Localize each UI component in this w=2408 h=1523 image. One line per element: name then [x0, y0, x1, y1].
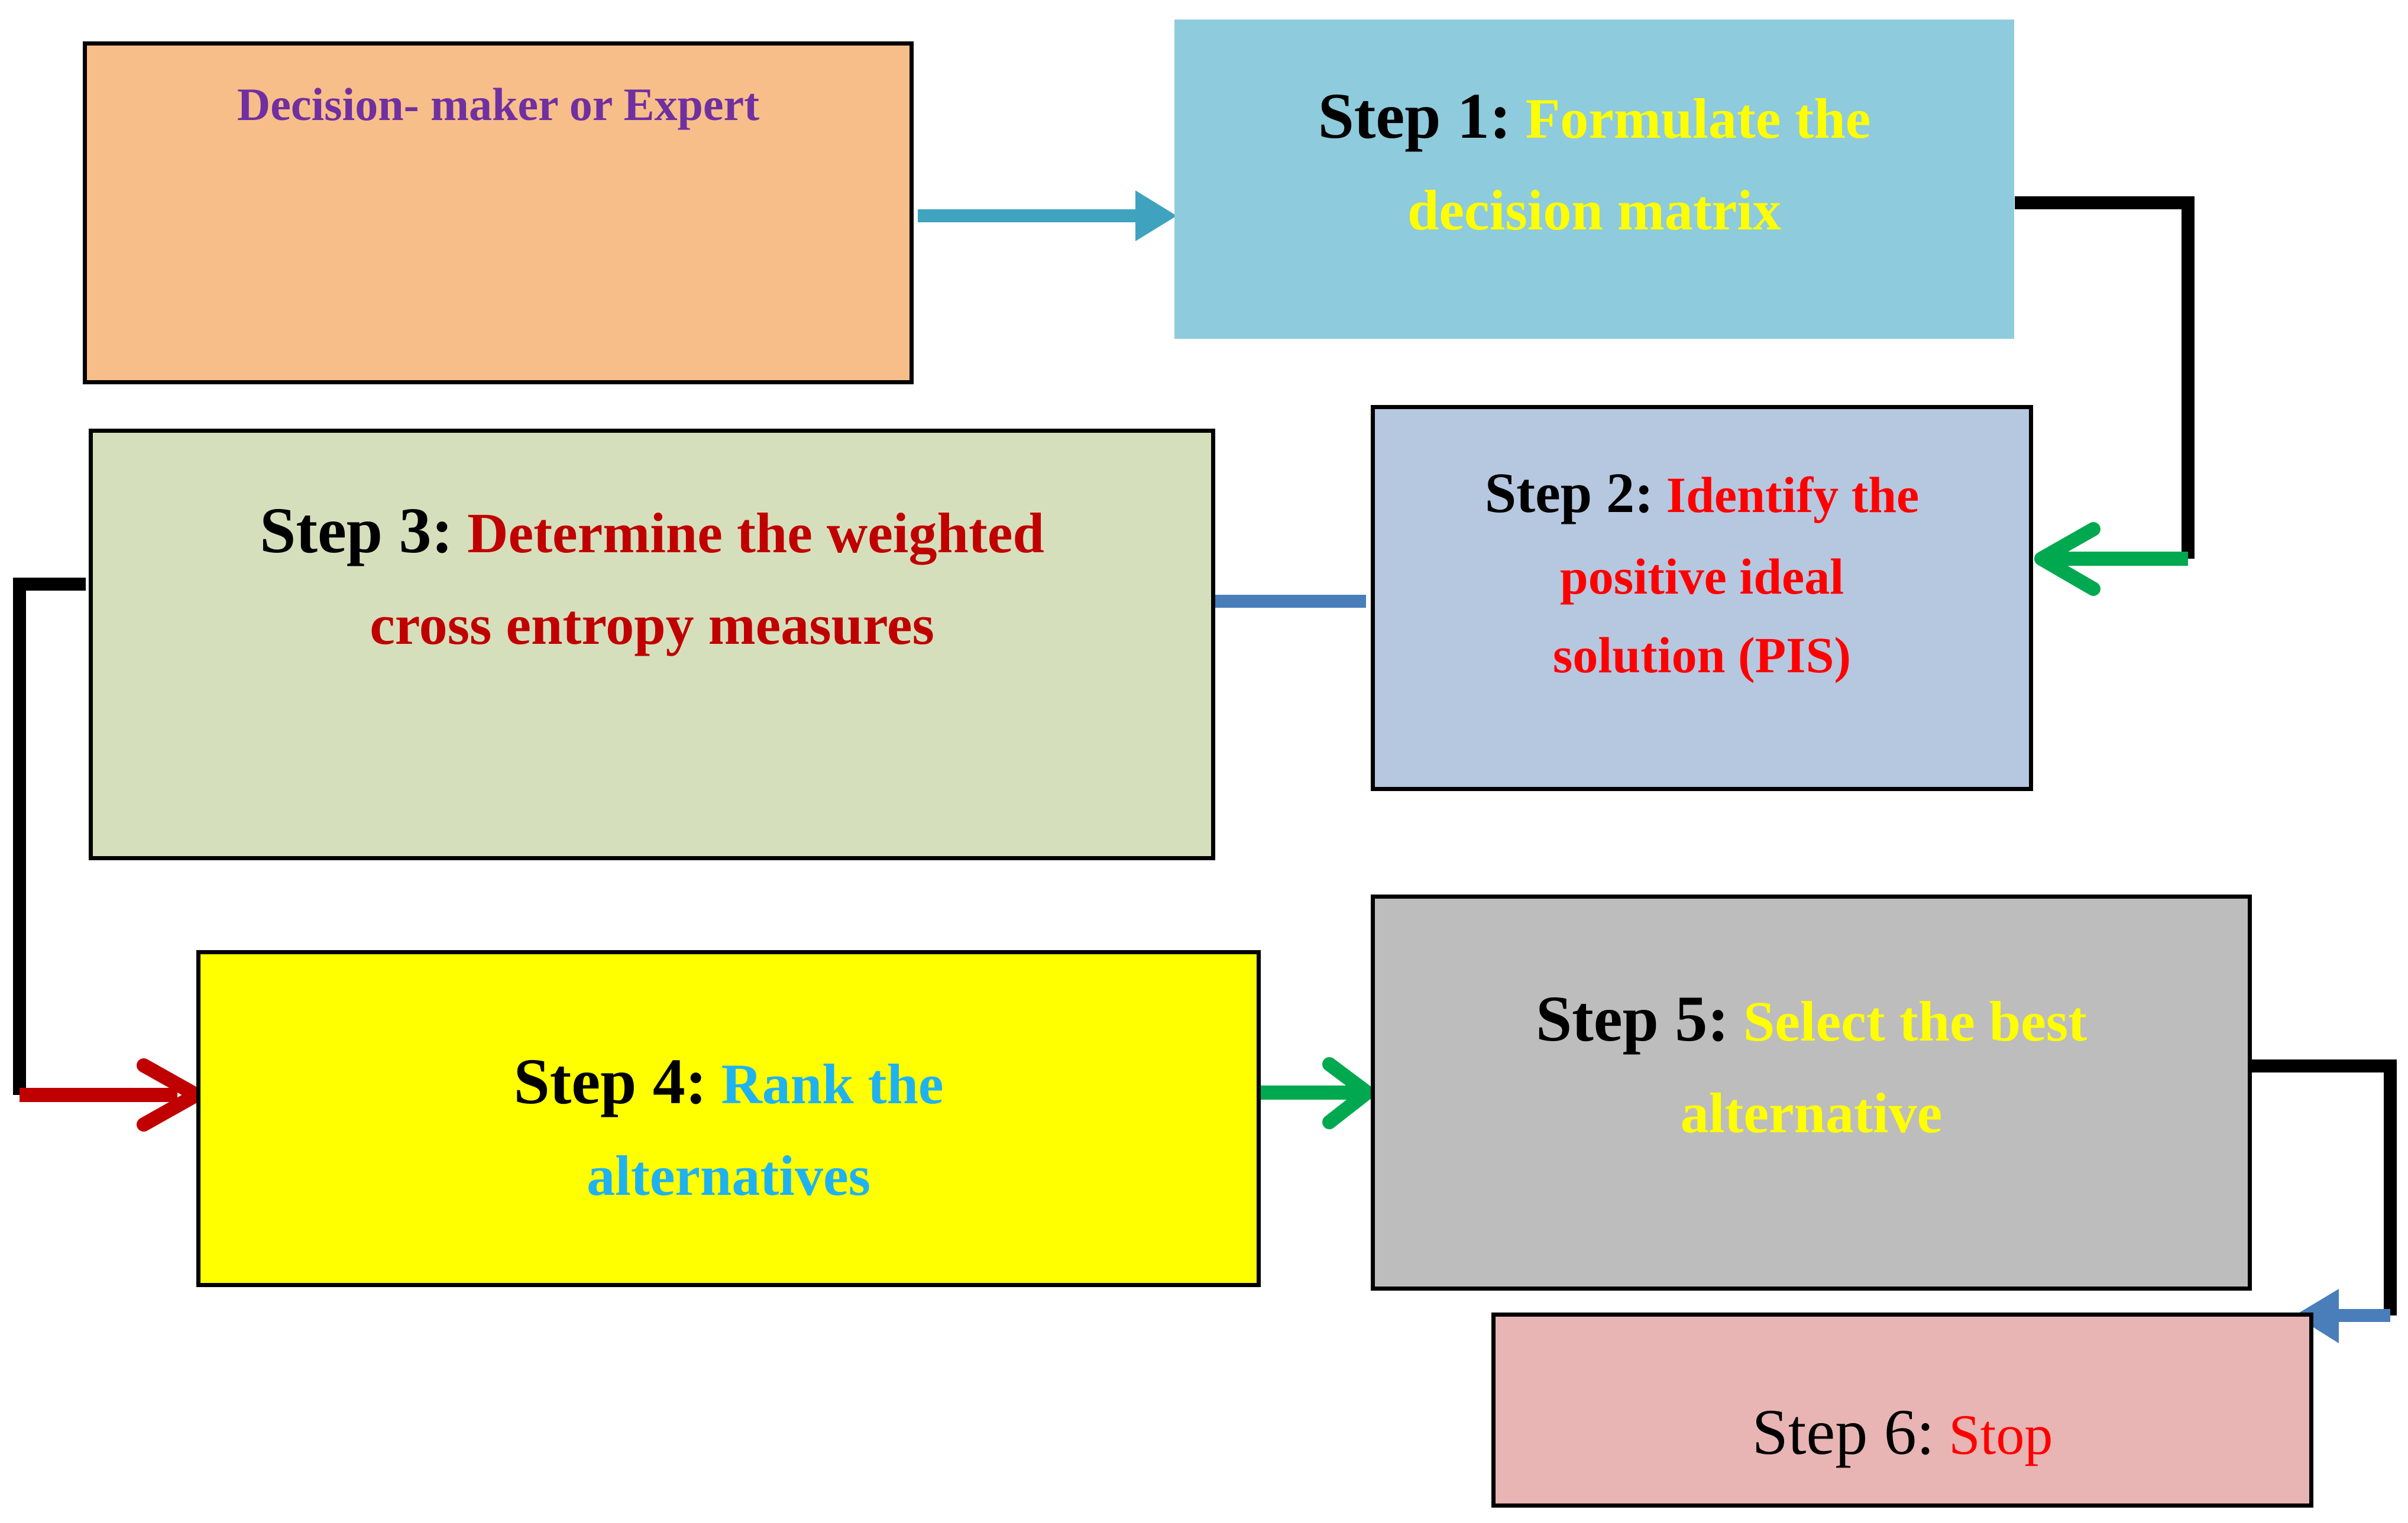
node-step-1-body-line-1: Formulate the [1525, 87, 1871, 150]
node-step-6[interactable]: Step 6: Stop [1491, 1313, 2313, 1508]
node-step-1-step-label: Step 1: [1318, 80, 1512, 152]
node-step-1[interactable]: Step 1: Formulate the decision matrix [1174, 20, 2014, 339]
node-step-3-text: Step 3: Determine the weighted cross ent… [93, 433, 1211, 669]
node-step-3[interactable]: Step 3: Determine the weighted cross ent… [89, 429, 1215, 860]
node-step-4-text: Step 4: Rank the alternatives [200, 954, 1257, 1220]
node-step-1-line-1: Step 1: Formulate the [1198, 66, 1991, 167]
node-step-2-body-line-3: solution (PIS) [1552, 627, 1852, 684]
node-decision-maker-body-line-1: Decision- maker or Expert [237, 79, 760, 130]
node-step-5[interactable]: Step 5: Select the best alternative [1371, 895, 2252, 1291]
node-step-3-step-label: Step 3: [260, 494, 454, 566]
node-step-2-line-1: Step 2: Identify the [1399, 449, 2005, 537]
node-step-5-line-1: Step 5: Select the best [1399, 968, 2224, 1070]
conn-step5-to-step6 [2250, 1059, 2397, 1343]
node-step-4-step-label: Step 4: [513, 1045, 707, 1117]
node-step-2-body-line-2: positive ideal [1559, 547, 1844, 605]
node-step-5-body-line-2: alternative [1680, 1081, 1943, 1145]
node-step-5-step-label: Step 5: [1535, 983, 1729, 1055]
node-step-3-line-1: Step 3: Determine the weighted [116, 480, 1187, 581]
node-step-2-text: Step 2: Identify the positive ideal solu… [1375, 409, 2029, 695]
node-step-4-body-line-2: alternatives [587, 1143, 870, 1207]
node-step-6-line-1: Step 6: Stop [1519, 1382, 2286, 1483]
node-decision-maker[interactable]: Decision- maker or Expert [83, 41, 914, 384]
conn-step4-to-step5 [1249, 1057, 1374, 1129]
node-step-4-body-line-1: Rank the [721, 1052, 944, 1116]
node-step-4[interactable]: Step 4: Rank the alternatives [196, 950, 1261, 1287]
node-step-3-body-line-1: Determine the weighted [467, 501, 1044, 565]
node-step-6-text: Step 6: Stop [1496, 1317, 2309, 1483]
node-decision-maker-text: Decision- maker or Expert [87, 46, 910, 141]
node-step-2-body-line-1: Identify the [1666, 466, 1920, 523]
node-step-2[interactable]: Step 2: Identify the positive ideal solu… [1371, 405, 2033, 791]
node-step-3-body-line-2: cross entropy measures [370, 592, 934, 656]
node-step-5-body-line-1: Select the best [1743, 990, 2087, 1053]
node-step-2-step-label: Step 2: [1484, 461, 1654, 524]
node-step-6-body-line-1: Stop [1949, 1403, 2053, 1466]
node-step-5-text: Step 5: Select the best alternative [1375, 899, 2248, 1157]
node-step-1-text: Step 1: Formulate the decision matrix [1174, 20, 2014, 254]
conn-dm-to-step1 [918, 190, 1177, 241]
conn-step1-to-step2 [2015, 196, 2195, 596]
node-step-1-body-line-2: decision matrix [1407, 178, 1781, 242]
node-step-6-step-label: Step 6: [1752, 1396, 1935, 1468]
node-step-4-line-1: Step 4: Rank the [224, 1031, 1233, 1132]
